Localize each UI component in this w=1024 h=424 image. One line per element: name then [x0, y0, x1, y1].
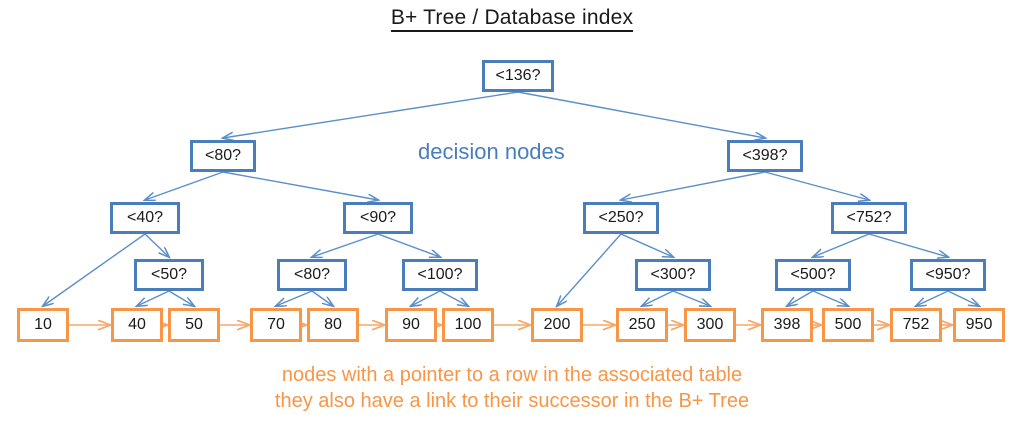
decision-node-90[interactable]: <90?: [343, 202, 413, 234]
caption-line-1: nodes with a pointer to a row in the ass…: [281, 364, 743, 386]
decision-node-label: <250?: [598, 209, 644, 226]
page-title: B+ Tree / Database index: [0, 6, 1024, 32]
tree-edge: [439, 290, 468, 306]
leaf-node-label: 100: [454, 316, 482, 333]
decision-node-500[interactable]: <500?: [775, 259, 851, 291]
tree-edge: [312, 233, 379, 257]
leaf-node-250[interactable]: 250: [616, 308, 668, 342]
leaf-node-752[interactable]: 752: [890, 308, 942, 342]
tree-edge: [813, 233, 870, 257]
leaf-node-300[interactable]: 300: [684, 308, 736, 342]
caption-line-2: they also have a link to their successor…: [274, 390, 750, 412]
decision-node-80[interactable]: <80?: [277, 259, 347, 291]
tree-edge: [764, 171, 869, 200]
leaf-node-label: 500: [834, 316, 862, 333]
decision-node-250[interactable]: <250?: [583, 202, 659, 234]
tree-edge: [812, 290, 848, 306]
leaf-node-label: 40: [128, 316, 146, 333]
leaf-node-50[interactable]: 50: [168, 308, 220, 342]
leaf-node-label: 200: [543, 316, 571, 333]
leaf-node-70[interactable]: 70: [250, 308, 302, 342]
decision-node-label: <50?: [150, 266, 188, 283]
tree-edge: [43, 233, 146, 306]
decision-node-label: <950?: [925, 266, 971, 283]
decision-nodes-label: decision nodes: [418, 139, 565, 164]
leaf-node-label: 950: [965, 316, 993, 333]
tree-edge: [642, 290, 674, 306]
tree-edge: [145, 171, 224, 200]
leaf-node-label: 752: [902, 316, 930, 333]
decision-node-label: <398?: [742, 147, 788, 164]
decision-node-label: <80?: [204, 147, 242, 164]
leaf-node-80[interactable]: 80: [307, 308, 359, 342]
tree-edge: [787, 290, 814, 306]
decision-node-label: <136?: [495, 67, 541, 84]
decision-node-label: <500?: [790, 266, 836, 283]
leaf-node-label: 50: [185, 316, 203, 333]
tree-edge: [168, 290, 194, 306]
leaf-caption: nodes with a pointer to a row in the ass…: [0, 362, 1024, 414]
decision-node-300[interactable]: <300?: [635, 259, 711, 291]
decision-node-label: <752?: [846, 209, 892, 226]
leaf-node-label: 10: [34, 316, 52, 333]
tree-edge: [621, 171, 766, 200]
tree-edge: [517, 91, 765, 138]
decision-node-label: <40?: [126, 209, 164, 226]
decision-node-label: <300?: [650, 266, 696, 283]
tree-edge: [144, 233, 169, 257]
tree-edge: [222, 171, 378, 200]
leaf-node-label: 250: [628, 316, 656, 333]
decision-node-136[interactable]: <136?: [482, 60, 554, 92]
decision-node-label: <100?: [417, 266, 463, 283]
leaf-node-500[interactable]: 500: [822, 308, 874, 342]
tree-edge: [947, 290, 979, 306]
decision-node-label: <90?: [359, 209, 397, 226]
leaf-node-label: 70: [267, 316, 285, 333]
leaf-node-10[interactable]: 10: [17, 308, 69, 342]
decision-node-50[interactable]: <50?: [134, 259, 204, 291]
tree-edge: [557, 233, 622, 306]
tree-edge: [672, 290, 710, 306]
tree-edge: [620, 233, 673, 257]
tree-edge: [276, 290, 313, 306]
tree-edge: [411, 290, 441, 306]
decision-node-950[interactable]: <950?: [910, 259, 986, 291]
leaf-node-label: 80: [324, 316, 342, 333]
decision-node-100[interactable]: <100?: [402, 259, 478, 291]
tree-edge: [868, 233, 948, 257]
tree-edge: [916, 290, 949, 306]
decision-node-398[interactable]: <398?: [727, 140, 803, 172]
leaf-node-200[interactable]: 200: [531, 308, 583, 342]
leaf-node-40[interactable]: 40: [111, 308, 163, 342]
leaf-node-398[interactable]: 398: [761, 308, 813, 342]
leaf-node-950[interactable]: 950: [953, 308, 1005, 342]
decision-node-752[interactable]: <752?: [831, 202, 907, 234]
leaf-node-90[interactable]: 90: [385, 308, 437, 342]
tree-edge: [377, 233, 440, 257]
leaf-node-label: 300: [696, 316, 724, 333]
tree-edge: [223, 91, 519, 138]
leaf-node-label: 398: [773, 316, 801, 333]
leaf-node-100[interactable]: 100: [442, 308, 494, 342]
tree-edge: [137, 290, 170, 306]
decision-node-label: <80?: [293, 266, 331, 283]
decision-node-40[interactable]: <40?: [110, 202, 180, 234]
leaf-node-label: 90: [402, 316, 420, 333]
tree-edge: [311, 290, 333, 306]
decision-node-80[interactable]: <80?: [190, 140, 256, 172]
